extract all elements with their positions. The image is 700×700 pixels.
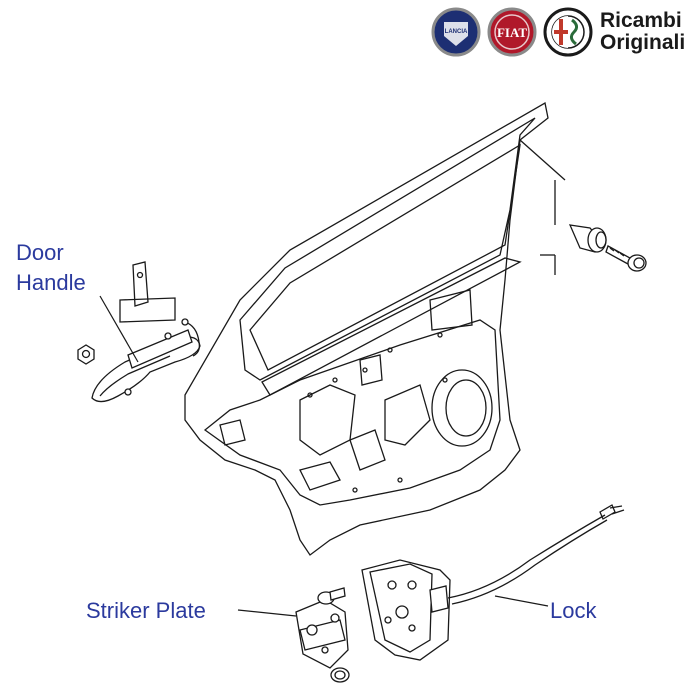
- door-clip-fastener: [568, 224, 607, 253]
- striker-screw-top: [317, 587, 346, 605]
- leader-lines: [99, 295, 549, 617]
- alfa-romeo-logo: [543, 7, 593, 57]
- door-handle-leader: [99, 295, 139, 363]
- lock-leader: [494, 595, 549, 607]
- striker-plate: [295, 599, 349, 669]
- rear-door-panel: [184, 101, 566, 556]
- fiat-logo-text: FIAT: [497, 25, 527, 40]
- striker-screw-bottom: [330, 667, 350, 683]
- striker-plate-leader: [237, 609, 297, 617]
- lancia-logo: LANCIA: [431, 7, 481, 57]
- door-lock: [361, 559, 451, 661]
- screw-bolt: [605, 245, 647, 272]
- door-handle-label-line2: Handle: [16, 270, 86, 295]
- lock-label: Lock: [550, 598, 597, 623]
- door-handle-label-line1: Door: [16, 240, 64, 265]
- fiat-logo: FIAT: [487, 7, 537, 57]
- brand-line-2: Originali: [600, 31, 686, 54]
- nut: [77, 344, 95, 365]
- door-handle-bracket: [119, 261, 176, 323]
- striker-plate-label: Striker Plate: [86, 598, 206, 623]
- brand-line-1: Ricambi: [600, 9, 682, 32]
- door-handle: [91, 318, 201, 403]
- lancia-logo-text: LANCIA: [445, 29, 468, 35]
- lock-cable: [447, 504, 625, 605]
